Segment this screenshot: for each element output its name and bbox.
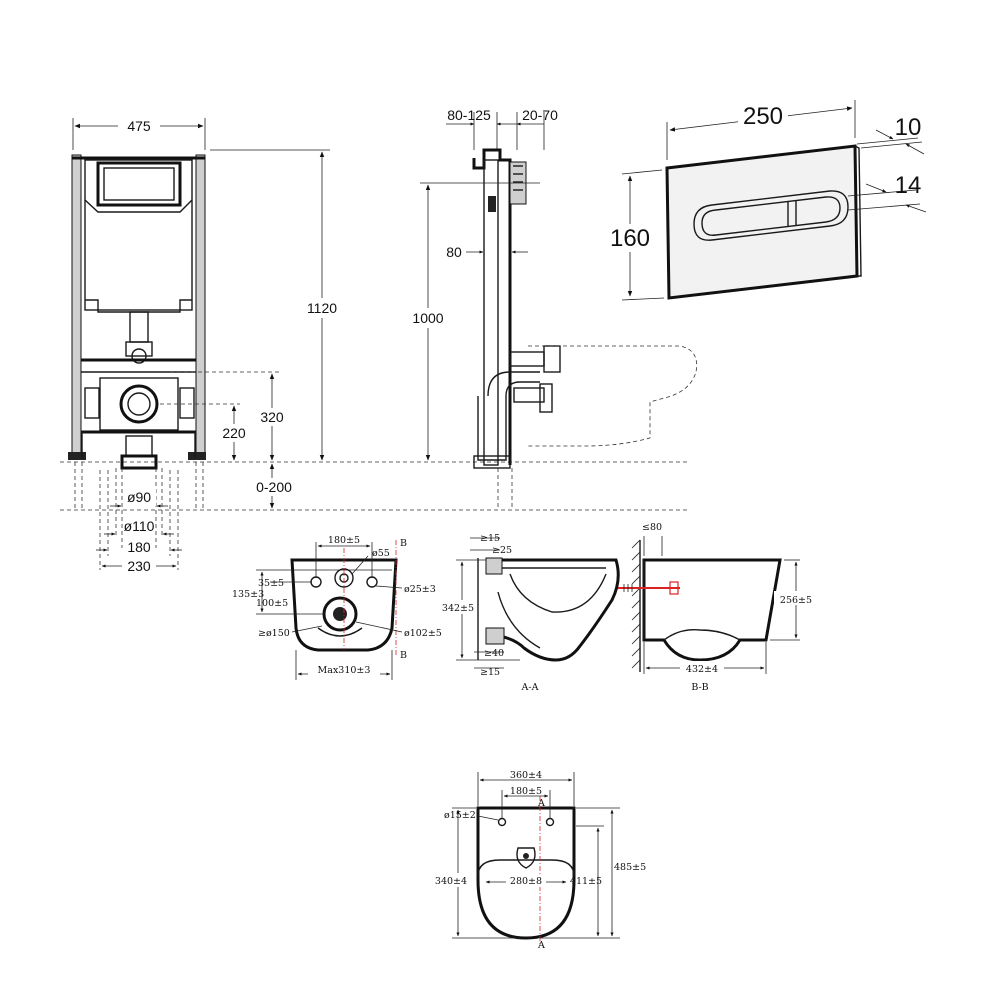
- d55-label: ø55: [372, 548, 390, 559]
- section-bb-label: B-B: [691, 682, 708, 693]
- section-a-top-label: A: [537, 798, 545, 809]
- spacing-230-label: 230: [127, 558, 151, 574]
- d25-label: ø25±3: [404, 584, 436, 595]
- plate-thickness-b-label: 14: [895, 172, 922, 199]
- seat-width-label: 280±8: [510, 876, 542, 887]
- frame-width-label: 475: [127, 118, 151, 134]
- section-b-top-label: B: [400, 538, 407, 549]
- section-aa-height-label: 342±5: [442, 603, 474, 614]
- pipe-d110-label: ø110: [124, 518, 155, 534]
- bowl-back-view: 180±5 B B ø55 ø25±3 ø102±5 ≥ø150 135±3 3…: [232, 535, 442, 680]
- frame-front-view: 475: [68, 116, 344, 574]
- section-bb-length-label: 432±4: [686, 664, 718, 675]
- bowl-top-depth-411-label: 411±5: [570, 876, 602, 887]
- bowl-top-depth-340-label: 340±4: [435, 876, 467, 887]
- side-offset-label: 80: [446, 244, 462, 260]
- bowl-top-view: A A 360±4 180±5 ø15±2 340±4 280±8 485±5: [432, 770, 646, 951]
- section-bb-view: ≤80 256±5 432±4 B-B: [618, 522, 818, 693]
- inlet-height-label: 220: [222, 425, 246, 441]
- floor-reference-lines: [60, 461, 690, 511]
- side-height-label: 1000: [412, 310, 443, 326]
- section-aa-bottom-gap-label: ≥15: [480, 667, 500, 678]
- section-aa-top-gap-label: ≥15: [480, 533, 500, 544]
- frame-height-label: 1120: [307, 300, 337, 316]
- section-bb-height-label: 256±5: [780, 595, 812, 606]
- hole-diameter-label: ø15±2: [444, 810, 476, 821]
- pipe-d90-label: ø90: [127, 489, 151, 505]
- bowl-top-length-label: 485±5: [614, 862, 646, 873]
- bowl-top-mount-spacing-label: 180±5: [510, 786, 542, 797]
- bowl-top-width-label: 360±4: [510, 770, 542, 781]
- plate-thickness-a-label: 10: [895, 114, 922, 141]
- plate-width-label: 250: [743, 103, 783, 130]
- plate-height-label: 160: [610, 225, 650, 252]
- section-aa-top-offset-label: ≥25: [492, 545, 512, 556]
- depth-range-a-label: 80-125: [447, 107, 491, 123]
- h35-label: 35±5: [258, 578, 284, 589]
- depth-range-b-label: 20-70: [522, 107, 558, 123]
- spacing-180-label: 180: [127, 539, 151, 555]
- section-b-bottom-label: B: [400, 650, 407, 661]
- d102-label: ø102±5: [404, 628, 442, 639]
- section-aa-view: 342±5 ≥15 ≥25 ≥40 ≥15 A-A: [440, 533, 620, 693]
- d150-label: ≥ø150: [258, 628, 290, 639]
- max-width-label: Max310±3: [318, 665, 371, 676]
- section-bb-wall-gap-label: ≤80: [642, 522, 662, 533]
- flush-plate-view: 250 160 10 14: [604, 100, 927, 301]
- section-aa-bottom-offset-label: ≥40: [484, 648, 504, 659]
- floor-range-label: 0-200: [256, 479, 292, 495]
- outlet-height-label: 320: [260, 409, 284, 425]
- section-a-bottom-label: A: [537, 940, 545, 951]
- bowl-mount-spacing-label: 180±5: [328, 535, 360, 546]
- section-aa-label: A-A: [521, 682, 539, 693]
- h135-label: 135±3: [232, 589, 264, 600]
- frame-side-view: 80-125 20-70 80 1000: [404, 107, 698, 510]
- h100-label: 100±5: [256, 598, 288, 609]
